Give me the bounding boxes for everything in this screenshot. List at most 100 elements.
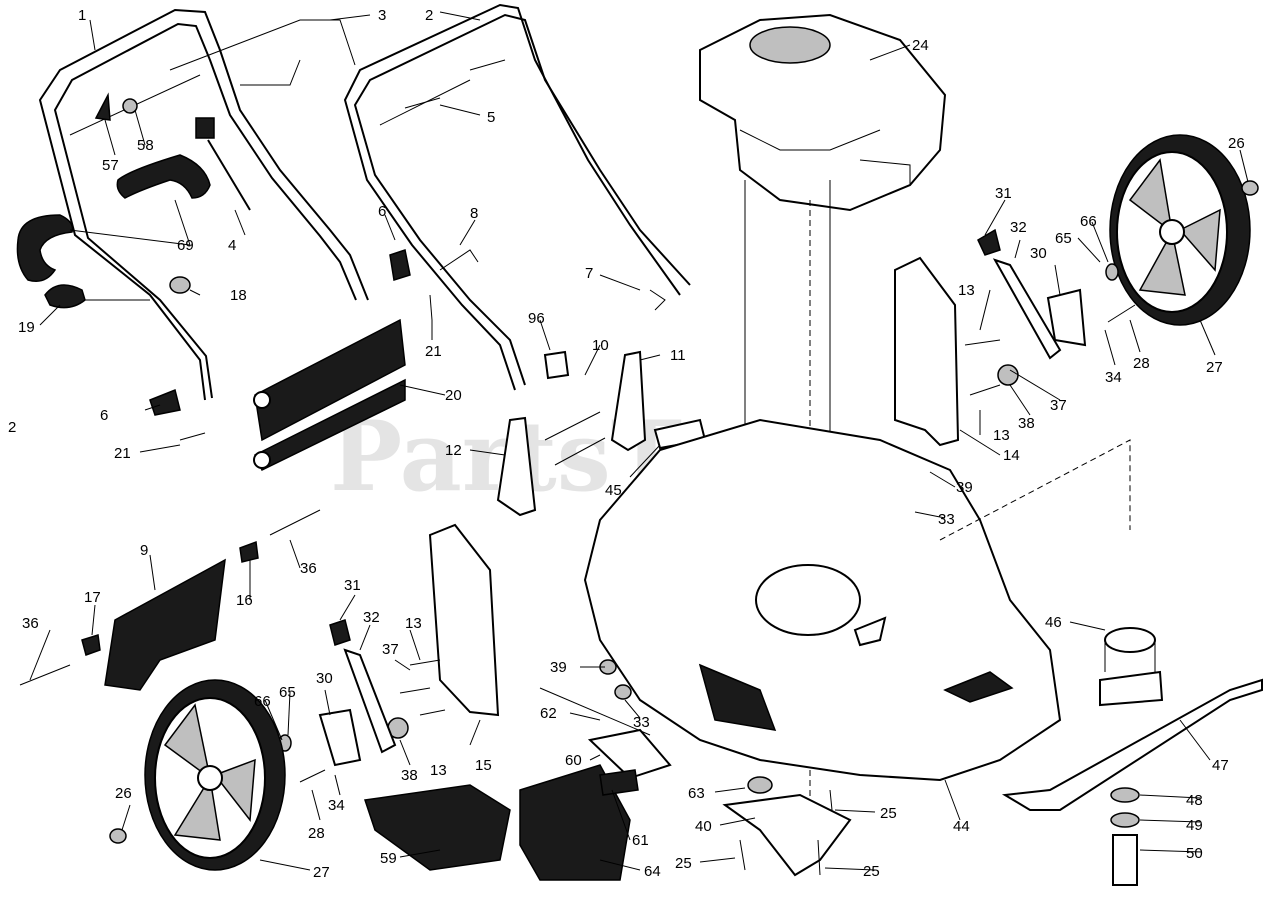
- callout-62: 62: [540, 705, 557, 722]
- rod-62: [539, 687, 651, 736]
- washer-49: [1110, 812, 1140, 828]
- bail-lever: [169, 19, 356, 86]
- callout-30-right: 30: [1030, 245, 1047, 262]
- callout-36-left: 36: [22, 615, 39, 632]
- callout-38-right: 38: [1018, 415, 1035, 432]
- bolt-28-left: [299, 769, 326, 783]
- callout-21-right: 21: [425, 343, 442, 360]
- rear-flap: [104, 558, 226, 691]
- spacer-38-right: [997, 364, 1019, 386]
- nut-26-right: [1241, 180, 1259, 196]
- callout-64: 64: [644, 863, 661, 880]
- callout-19: 19: [18, 319, 35, 336]
- upper-handle: [38, 8, 369, 401]
- rod-36-top: [269, 509, 321, 536]
- spring-61: [599, 769, 639, 796]
- callout-40: 40: [695, 818, 712, 835]
- callout-33-left: 33: [633, 714, 650, 731]
- callout-96: 96: [528, 310, 545, 327]
- callout-32-left: 32: [363, 609, 380, 626]
- callout-5: 5: [487, 109, 495, 126]
- handle-grips: [16, 154, 211, 282]
- bolt-21-left: [179, 432, 206, 441]
- callout-13-d: 13: [430, 762, 447, 779]
- knob-31-right: [977, 228, 1001, 256]
- callout-63: 63: [688, 785, 705, 802]
- callout-31-left: 31: [344, 577, 361, 594]
- bolts-13-left: [399, 659, 446, 716]
- nut-26-left: [109, 828, 127, 844]
- callout-1: 1: [78, 7, 86, 24]
- callout-6-top: 6: [378, 203, 386, 220]
- callout-25-b: 25: [675, 855, 692, 872]
- cable-clip: [94, 92, 111, 121]
- callout-65-right: 65: [1055, 230, 1072, 247]
- callout-33-right: 33: [938, 511, 955, 528]
- callout-69: 69: [177, 237, 194, 254]
- callout-4: 4: [228, 237, 236, 254]
- mulch-plug: [364, 784, 511, 871]
- bracket-12: [496, 416, 537, 517]
- callout-21-left: 21: [114, 445, 131, 462]
- callout-36-top: 36: [300, 560, 317, 577]
- nut-33-left: [614, 684, 632, 700]
- callout-10: 10: [592, 337, 609, 354]
- bracket-30-left: [318, 708, 362, 767]
- callout-58: 58: [137, 137, 154, 154]
- callout-labels: 1 2 3 4 5 6 6 7 8 9 10 11 12 13 13 13 13…: [8, 7, 1245, 881]
- bolts-10: [544, 411, 606, 466]
- bracket-8: [439, 249, 479, 271]
- blade-adapter: [1099, 627, 1164, 707]
- callout-66-right: 66: [1080, 213, 1097, 230]
- callout-57: 57: [102, 157, 119, 174]
- rear-rod-assembly: [253, 318, 406, 472]
- front-wheel-left: [144, 679, 286, 871]
- bolt-21-right: [429, 294, 433, 321]
- spring-16: [239, 540, 259, 563]
- callout-27-left: 27: [313, 864, 330, 881]
- callout-12: 12: [445, 442, 462, 459]
- callout-32-right: 32: [1010, 219, 1027, 236]
- knob-31-left: [329, 619, 351, 646]
- callout-20: 20: [445, 387, 462, 404]
- knob-19: [44, 284, 86, 309]
- control-cable: [207, 139, 251, 211]
- callout-6-left: 6: [100, 407, 108, 424]
- knob-6-left: [149, 388, 181, 416]
- callout-60: 60: [565, 752, 582, 769]
- bracket-30-right: [1046, 288, 1087, 347]
- spacer-18: [169, 276, 191, 294]
- cable-spring: [195, 117, 215, 139]
- mower-deck: [583, 418, 1062, 782]
- callout-14: 14: [1003, 447, 1020, 464]
- callout-44: 44: [953, 818, 970, 835]
- callout-26-left: 26: [115, 785, 132, 802]
- side-marker: 2: [8, 419, 16, 436]
- callout-2: 2: [425, 7, 433, 24]
- rod-36-left: [19, 664, 71, 686]
- callout-3: 3: [378, 7, 386, 24]
- callout-49: 49: [1186, 817, 1203, 834]
- engine: [699, 13, 947, 212]
- callout-45: 45: [605, 482, 622, 499]
- bracket-60: [587, 728, 672, 780]
- callout-65-left: 65: [279, 684, 296, 701]
- callout-9: 9: [140, 542, 148, 559]
- bolts-25: [739, 789, 833, 876]
- blade: [1001, 678, 1263, 811]
- callout-61: 61: [632, 832, 649, 849]
- callout-25-a: 25: [880, 805, 897, 822]
- callout-7: 7: [585, 265, 593, 282]
- bolts-13-right: [964, 339, 1001, 396]
- callout-11: 11: [670, 347, 686, 364]
- callout-26-right: 26: [1228, 135, 1245, 152]
- callout-59: 59: [380, 850, 397, 867]
- knob-6-right: [389, 249, 411, 281]
- callout-39-right: 39: [956, 479, 973, 496]
- callout-28-right: 28: [1133, 355, 1150, 372]
- bolt-5a: [469, 59, 506, 71]
- callout-34-left: 34: [328, 797, 345, 814]
- spring-17: [81, 634, 101, 656]
- callout-17: 17: [84, 589, 101, 606]
- lever-32-left: [343, 648, 397, 754]
